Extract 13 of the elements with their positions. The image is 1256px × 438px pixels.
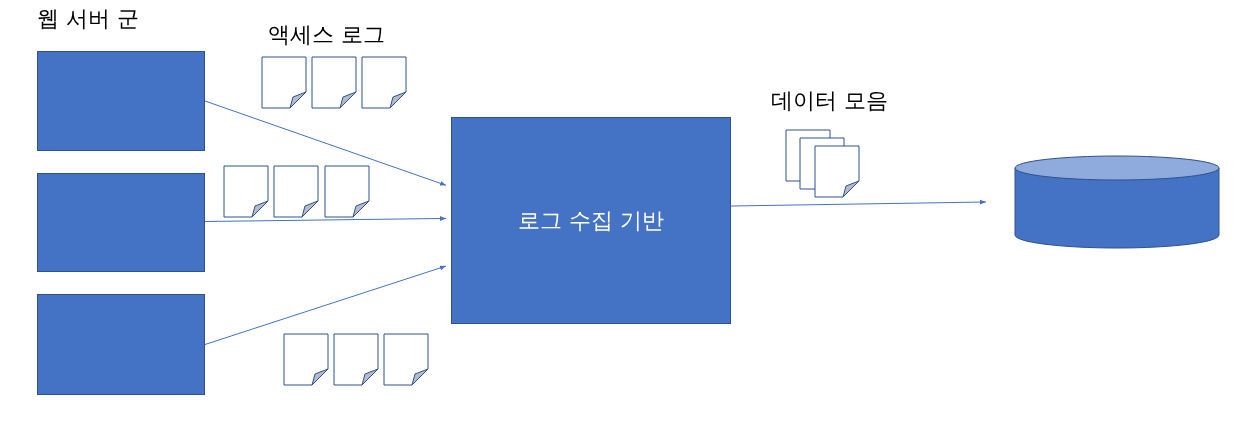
- box-label: 로그 수집 기반: [518, 206, 664, 235]
- arrow: [204, 265, 447, 345]
- server-box: [37, 173, 205, 272]
- group-heading: 웹 서버 군: [37, 5, 139, 33]
- data-label: 액세스 로그: [268, 21, 385, 49]
- server-box: [37, 51, 205, 151]
- data-label: 데이터 모음: [771, 87, 888, 115]
- storage-cylinder: [1014, 155, 1220, 249]
- arrow: [204, 100, 447, 186]
- server-box: [37, 294, 205, 395]
- arrow: [204, 216, 447, 222]
- arrow: [730, 199, 987, 207]
- process-box: [451, 117, 731, 324]
